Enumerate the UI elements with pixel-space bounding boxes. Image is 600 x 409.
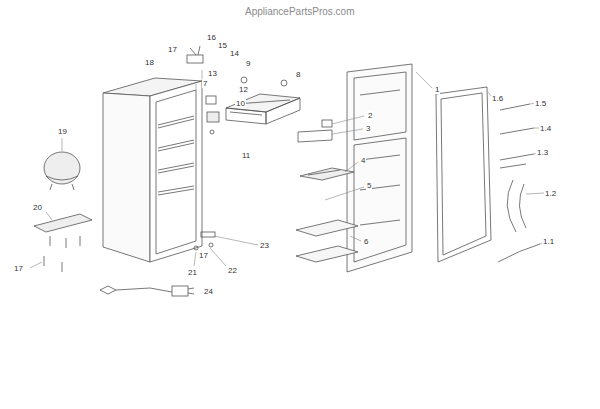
callout-number: 12 — [238, 85, 249, 94]
callout-number: 1.5 — [534, 99, 547, 108]
callout-number: 8 — [295, 70, 301, 79]
callout-number: 18 — [144, 58, 155, 67]
callout-number: 1.4 — [539, 124, 552, 133]
callout-number: 11 — [241, 151, 251, 160]
callout-number: 9 — [245, 59, 251, 68]
callout-number: 19 — [57, 127, 68, 136]
callout-number: 10 — [235, 99, 246, 108]
callout-number: 1.6 — [491, 94, 504, 103]
callout-number: 13 — [207, 69, 218, 78]
callout-number: 1 — [434, 85, 440, 94]
callout-number: 17 — [167, 45, 178, 54]
callout-number: 4 — [360, 156, 366, 165]
callout-number: 17 — [198, 251, 209, 260]
callout-number: 1.3 — [536, 148, 549, 157]
callout-number: 21 — [187, 268, 198, 277]
callout-number: 20 — [32, 203, 43, 212]
callout-number: 23 — [259, 241, 270, 250]
callout-number: 3 — [365, 124, 371, 133]
callout-number: 14 — [229, 49, 240, 58]
callout-number: 2 — [367, 111, 373, 120]
watermark: AppliancePartsPros.com — [244, 6, 356, 17]
callout-number: 24 — [203, 287, 214, 296]
callout-number: 1.2 — [544, 189, 557, 198]
callout-number: 1.1 — [542, 237, 555, 246]
callout-number: 5 — [366, 181, 372, 190]
callout-number: 17 — [13, 264, 24, 273]
callout-number: 22 — [227, 266, 238, 275]
callout-number: 16 — [206, 33, 217, 42]
callout-number: 6 — [363, 237, 369, 246]
callout-number: 15 — [217, 41, 228, 50]
callout-number: 7 — [202, 79, 208, 88]
